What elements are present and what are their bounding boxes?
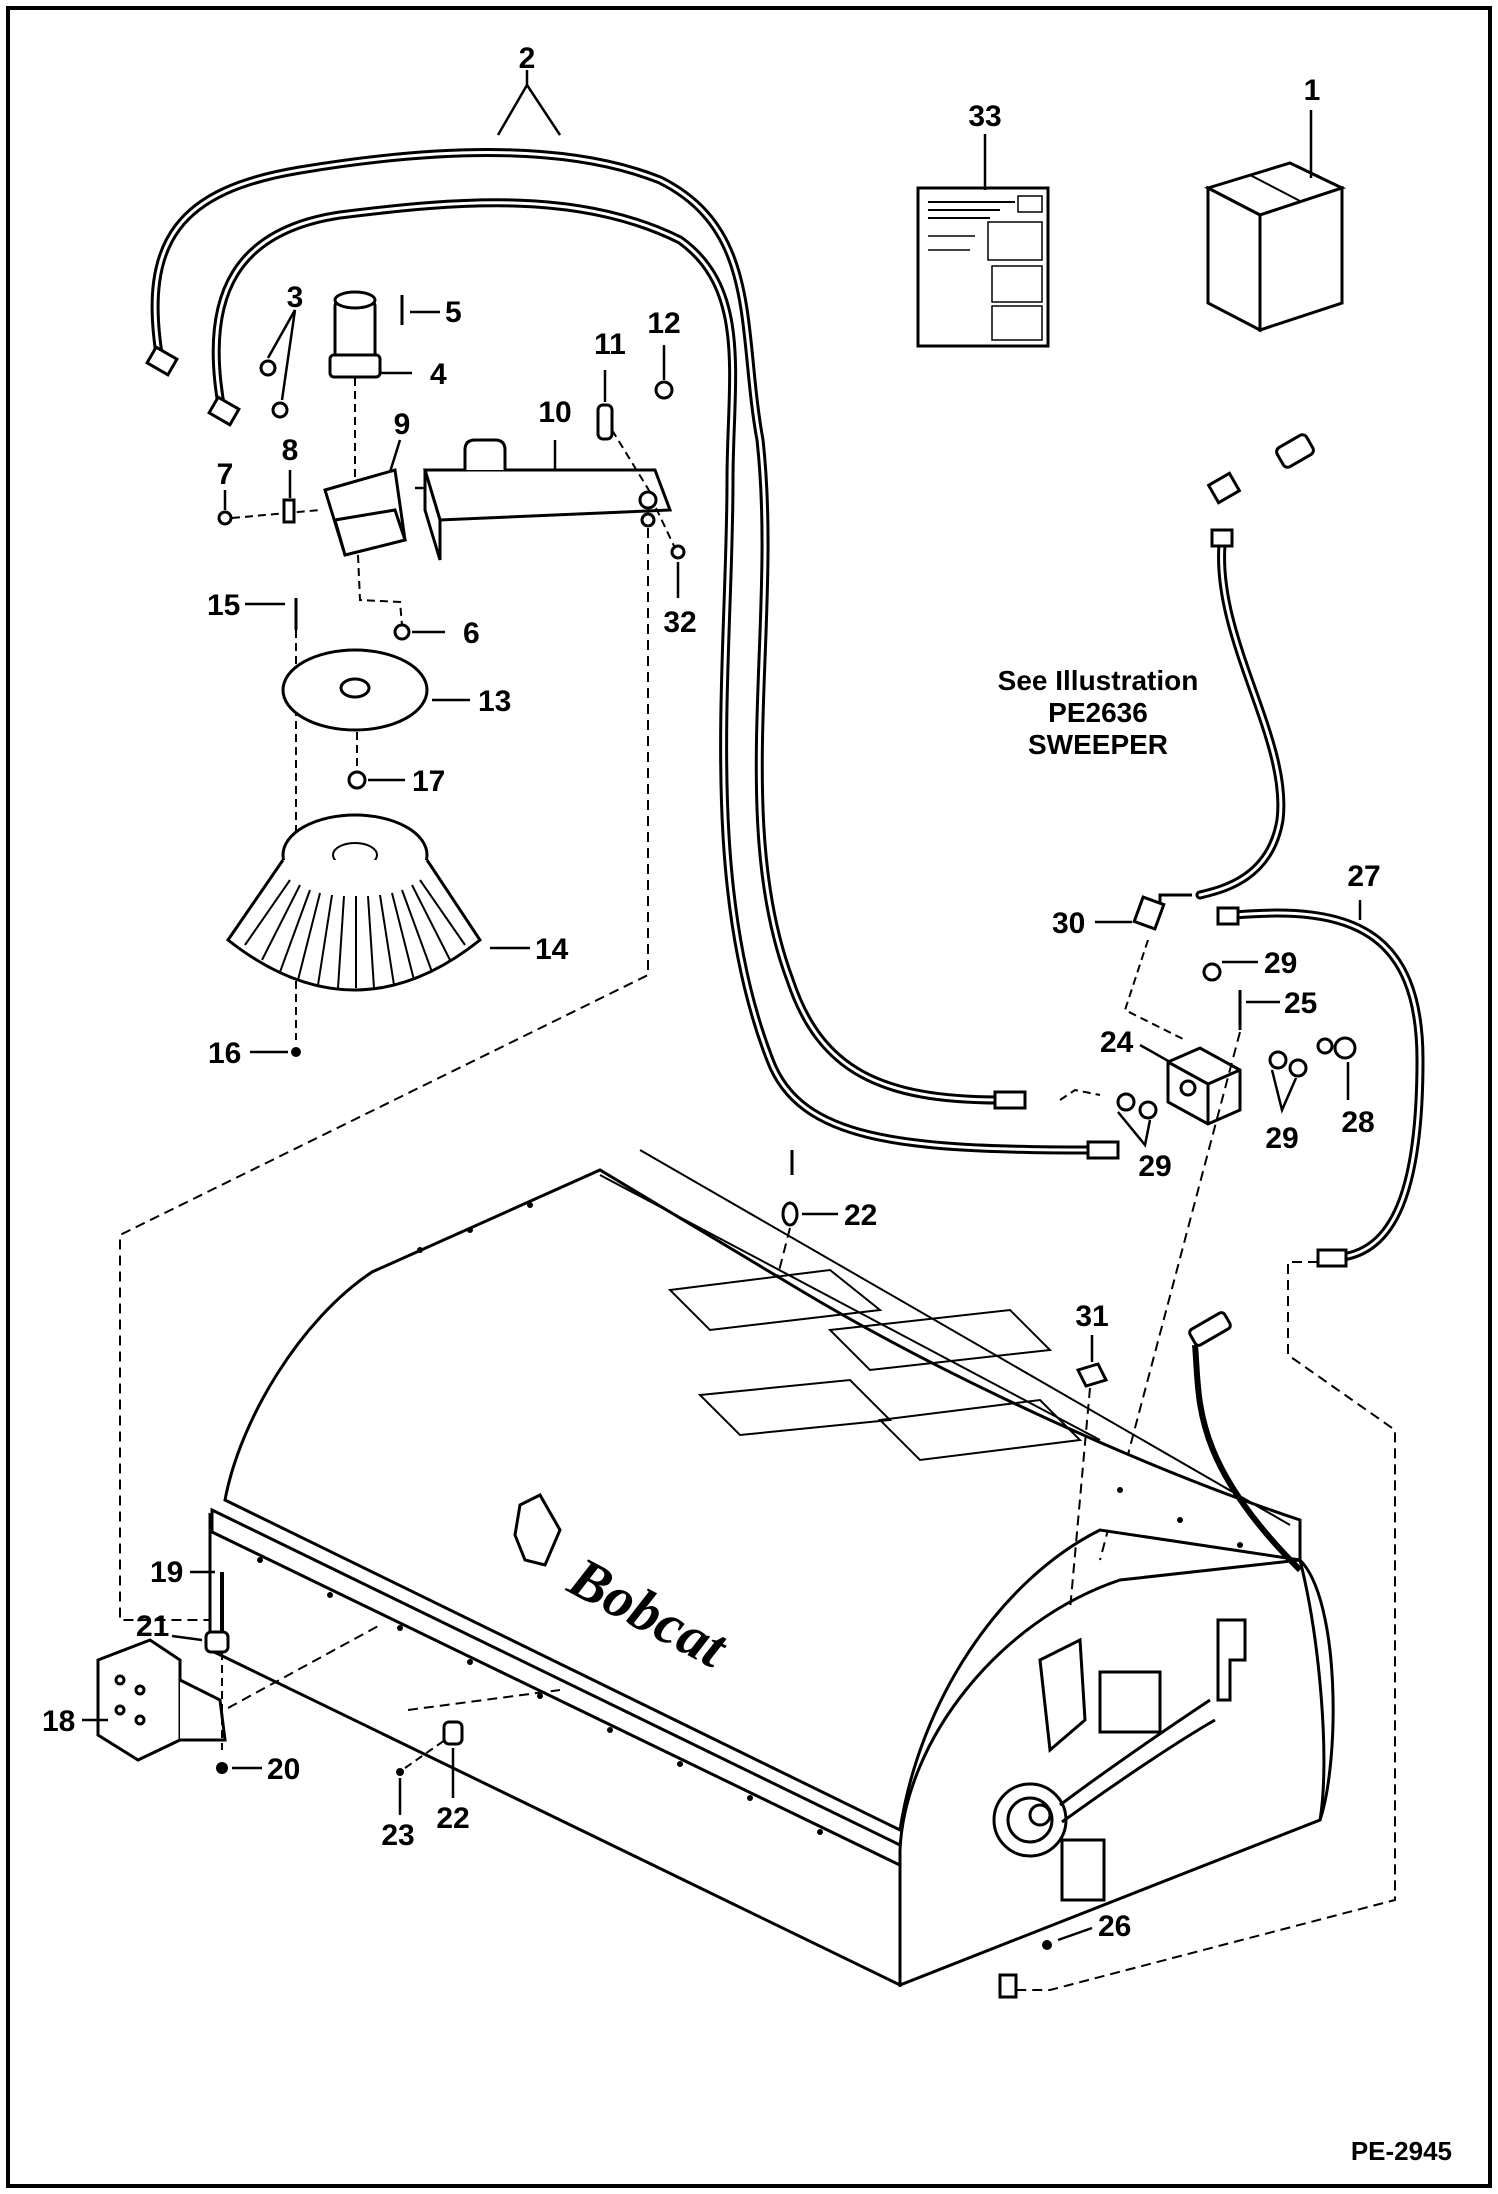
part-1-box-icon — [1204, 161, 1347, 333]
part-3-fittings — [259, 359, 289, 419]
callout-8: 8 — [282, 434, 299, 467]
callout-1: 1 — [1304, 74, 1321, 107]
leader-2 — [496, 82, 562, 136]
part-30-elbow — [1132, 895, 1166, 931]
part-21-clip — [204, 1630, 230, 1654]
callout-2: 2 — [519, 42, 536, 75]
part-33-manual-icon — [916, 186, 1050, 348]
callout-25: 25 — [1284, 987, 1317, 1020]
part-27-hose — [1216, 906, 1425, 1268]
part-8-spring — [282, 498, 296, 524]
see-illustration-line3: SWEEPER — [1028, 729, 1168, 760]
part-17-nut — [347, 770, 367, 790]
part-29-fitting-left-a — [1116, 1092, 1136, 1112]
callout-13: 13 — [478, 685, 511, 718]
part-14-brush-icon — [225, 813, 483, 992]
rail-rivets — [257, 1202, 1243, 1835]
callout-28: 28 — [1341, 1106, 1374, 1139]
callout-27: 27 — [1347, 860, 1380, 893]
leader-21 — [171, 1634, 203, 1642]
part-10-arm-icon — [422, 438, 673, 561]
part-9-bracket-icon — [323, 468, 407, 557]
callout-30: 30 — [1052, 907, 1085, 940]
part-20-nut — [216, 1762, 228, 1774]
callout-26: 26 — [1098, 1910, 1131, 1943]
callout-17: 17 — [412, 765, 445, 798]
see-illustration-line1: See Illustration — [998, 665, 1199, 696]
part-11-pin — [596, 403, 614, 441]
hood-slots — [599, 1149, 1291, 1526]
callout-22-bottom: 22 — [436, 1802, 469, 1835]
leader-24 — [1139, 1043, 1171, 1064]
right-end-hose — [1192, 1344, 1303, 1573]
see-illustration-line2: PE2636 — [1048, 697, 1148, 728]
callout-33: 33 — [968, 100, 1001, 133]
drive-motor-assembly-icon — [992, 1637, 1216, 1902]
leader-3 — [266, 309, 297, 401]
callout-20: 20 — [267, 1753, 300, 1786]
diagram-reference-code: PE-2945 — [1351, 2136, 1452, 2166]
callout-29-top: 29 — [1264, 947, 1297, 980]
side-decal-icon — [1098, 1618, 1247, 1734]
callout-12: 12 — [647, 307, 680, 340]
callout-23: 23 — [381, 1819, 414, 1852]
part-22-clip-top — [781, 1201, 799, 1227]
motor-fitting-bottom — [998, 1973, 1018, 1999]
part-29-fitting-right-b — [1288, 1058, 1308, 1078]
part-29-fitting-left-b — [1138, 1100, 1158, 1120]
part-29-fitting-top — [1202, 962, 1222, 982]
callout-3: 3 — [287, 281, 304, 314]
callout-31: 31 — [1075, 1300, 1108, 1333]
callout-16: 16 — [208, 1037, 241, 1070]
callout-22-top: 22 — [844, 1199, 877, 1232]
part-16-nut — [291, 1047, 301, 1057]
callout-18: 18 — [42, 1705, 75, 1738]
part-26-nut — [1042, 1940, 1052, 1950]
leader-26 — [1057, 1926, 1093, 1942]
part-24-valve-icon — [1166, 1046, 1242, 1126]
coupler-fitting-icon — [1206, 433, 1315, 548]
callout-10: 10 — [538, 396, 571, 429]
part-12-grease-fitting — [654, 380, 674, 400]
leader-9 — [388, 439, 402, 473]
leader-29-right — [1270, 1069, 1298, 1114]
callout-21: 21 — [136, 1610, 169, 1643]
part-23-bolt — [396, 1768, 404, 1776]
part-6-nut — [393, 623, 411, 641]
part-28-coupler-icon — [1316, 1036, 1357, 1060]
callout-7: 7 — [217, 458, 234, 491]
callout-29-left: 29 — [1138, 1150, 1171, 1183]
callout-11: 11 — [594, 328, 626, 361]
part-7-bolt — [217, 510, 233, 526]
part-18-bracket-icon — [96, 1638, 227, 1762]
part-2-hoses — [145, 148, 1120, 1160]
part-32-washer — [670, 544, 686, 560]
sweeper-connection-hose — [1195, 540, 1286, 900]
callout-6: 6 — [463, 617, 480, 650]
callout-19: 19 — [150, 1556, 183, 1589]
page-border — [6, 6, 1492, 2188]
sweeper-housing — [208, 1168, 1335, 1988]
part-13-plate-icon — [281, 648, 429, 732]
callout-15: 15 — [207, 589, 240, 622]
part-29-fitting-right-a — [1268, 1050, 1288, 1070]
callout-29-right: 29 — [1265, 1122, 1298, 1155]
callout-32: 32 — [663, 606, 696, 639]
callout-9: 9 — [394, 408, 411, 441]
part-31-plate — [1075, 1362, 1109, 1388]
callout-5: 5 — [445, 296, 462, 329]
leader-29-left — [1117, 1111, 1152, 1148]
callout-4: 4 — [430, 358, 447, 391]
part-22-clip-bottom — [442, 1720, 464, 1746]
part-4-motor-icon — [328, 290, 382, 379]
callout-24: 24 — [1100, 1026, 1134, 1059]
callout-14: 14 — [535, 933, 569, 966]
